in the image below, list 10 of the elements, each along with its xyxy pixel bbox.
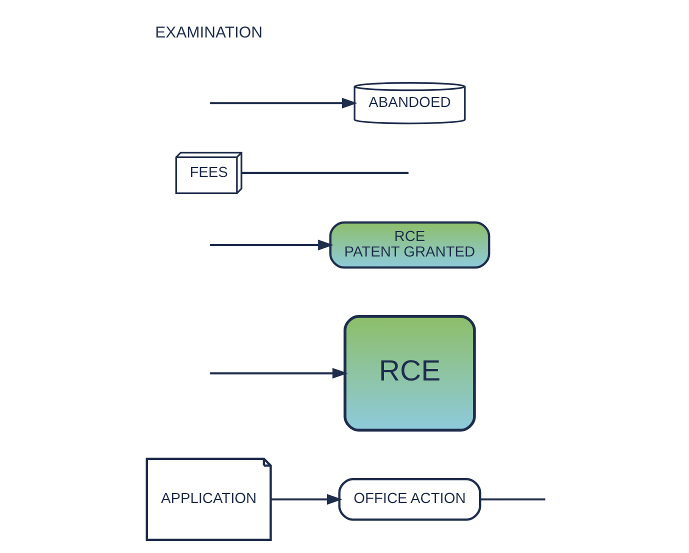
connector <box>480 498 545 500</box>
arrow <box>210 98 357 109</box>
node-box: OFFICE ACTION <box>338 478 481 521</box>
arrow <box>270 494 342 505</box>
arrow <box>210 368 348 379</box>
connector <box>241 172 408 174</box>
arrow <box>210 240 333 250</box>
node-box: RCE PATENT GRANTED <box>328 221 490 269</box>
label: EXAMINATION <box>154 24 262 42</box>
node-box: RCE <box>343 315 476 432</box>
